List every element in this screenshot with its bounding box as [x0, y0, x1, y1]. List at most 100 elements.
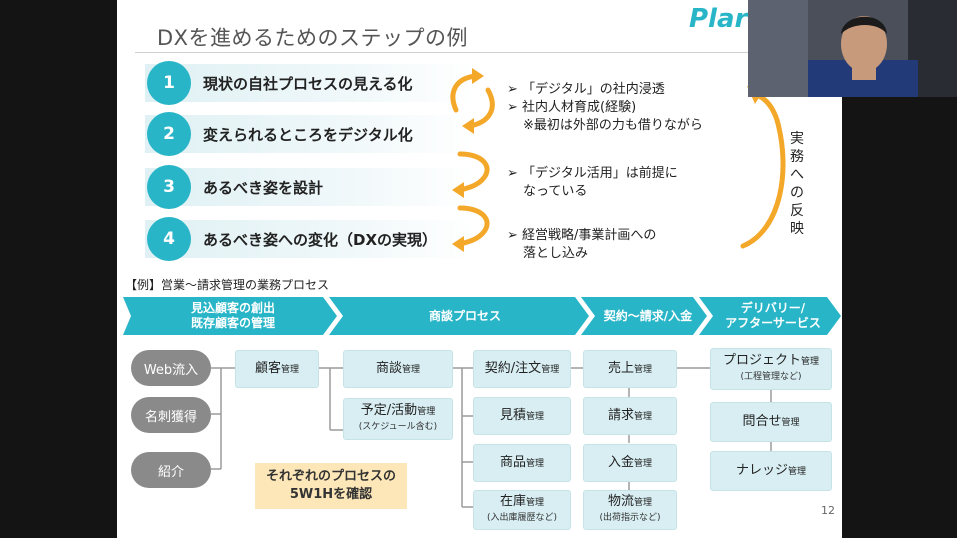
- vertical-char: の: [790, 185, 804, 201]
- box-payment-management: 入金管理: [583, 444, 677, 482]
- phase-label: 商談プロセス: [428, 308, 501, 323]
- bullet-arrow-icon: ➢: [507, 166, 523, 181]
- step-4: 4 あるべき姿への変化（DXの実現）: [145, 217, 475, 261]
- box-suffix: 管理: [781, 417, 800, 428]
- box-main: 請求: [607, 407, 634, 423]
- box-schedule-management: 予定/活動管理 (スケジュール含む): [343, 398, 453, 440]
- company-logo: Plari: [689, 4, 757, 34]
- box-main: 商談: [375, 360, 402, 376]
- process-caption: 【例】営業～請求管理の業務プロセス: [125, 278, 330, 292]
- box-suffix: 管理: [634, 411, 653, 422]
- box-suffix: 管理: [634, 458, 653, 469]
- note-text: なっている: [523, 184, 588, 199]
- step-1: 1 現状の自社プロセスの見える化: [145, 61, 475, 105]
- box-sub: (スケジュール含む): [358, 422, 438, 432]
- box-stock-management: 在庫管理 (入出庫履歴など): [473, 490, 571, 530]
- box-main: 商品: [499, 454, 526, 470]
- phase-negotiation: 商談プロセス: [343, 297, 587, 335]
- highlight-line: それぞれのプロセスの: [265, 469, 396, 484]
- step-number: 3: [147, 165, 191, 209]
- box-logistics-management: 物流管理 (出荷指示など): [583, 490, 677, 530]
- box-billing-management: 請求管理: [583, 397, 677, 435]
- box-main: 売上: [607, 360, 634, 376]
- highlight-callout: それぞれのプロセスの 5W1Hを確認: [255, 463, 407, 509]
- box-estimate-management: 見積管理: [473, 397, 571, 435]
- box-main: 問合せ: [742, 413, 782, 429]
- box-main: 予定/活動: [360, 403, 418, 418]
- connector-lines: [211, 367, 772, 508]
- box-main: ナレッジ: [735, 462, 788, 478]
- phase-label: 見込顧客の創出: [190, 301, 275, 315]
- vertical-char: 映: [790, 221, 804, 237]
- step-2: 2 変えられるところをデジタル化: [145, 112, 475, 156]
- bullet-arrow-icon: ➢: [507, 228, 523, 243]
- box-project-management: プロジェクト管理 (工程管理など): [710, 348, 832, 390]
- box-suffix: 管理: [526, 498, 545, 508]
- box-deal-management: 商談管理: [343, 350, 453, 388]
- box-suffix: 管理: [526, 458, 545, 469]
- source-business-card: 名刺獲得: [131, 397, 211, 433]
- webcam-video: [748, 0, 957, 97]
- box-knowledge-management: ナレッジ管理: [710, 451, 832, 491]
- step-label: あるべき姿を設計: [203, 179, 324, 197]
- note-group-3: ➢ 経営戦略/事業計画への 落とし込み: [507, 227, 656, 263]
- note-text: 社内人材育成(経験): [522, 100, 637, 115]
- phase-label: 既存顧客の管理: [190, 316, 275, 330]
- box-main: 在庫: [499, 494, 526, 509]
- presentation-slide: DXを進めるためのステップの例 Plari 1 現状の自社プロセスの見える化 2…: [117, 0, 842, 538]
- step-number: 4: [147, 217, 191, 261]
- step-label: 現状の自社プロセスの見える化: [203, 75, 413, 93]
- note-group-1: ➢ 「デジタル」の社内浸透 ➢ 社内人材育成(経験) ※最初は外部の力も借りなが…: [507, 81, 703, 135]
- highlight-line: 5W1Hを確認: [289, 487, 373, 502]
- vertical-char: 務: [790, 149, 804, 165]
- box-sub: (工程管理など): [740, 372, 802, 382]
- box-main: プロジェクト: [722, 353, 801, 368]
- box-suffix: 管理: [788, 466, 807, 477]
- cycle-arrows-icon: [450, 68, 495, 252]
- step-label: あるべき姿への変化（DXの実現）: [203, 231, 438, 249]
- source-web: Web流入: [131, 350, 211, 386]
- note-text: 「デジタル活用」は前提に: [522, 166, 678, 181]
- note-text: 経営戦略/事業計画への: [522, 228, 657, 243]
- box-suffix: 管理: [281, 364, 300, 375]
- box-suffix: 管理: [526, 411, 545, 422]
- step-number: 2: [147, 112, 191, 156]
- box-main: 顧客: [254, 360, 281, 376]
- box-main: 入金: [607, 454, 634, 470]
- box-suffix: 管理: [402, 364, 421, 375]
- box-main: 契約/注文: [484, 360, 542, 376]
- step-number: 1: [147, 61, 191, 105]
- box-suffix: 管理: [417, 407, 436, 417]
- slide-title: DXを進めるためのステップの例: [157, 26, 469, 50]
- source-referral: 紹介: [131, 452, 211, 488]
- note-text: 「デジタル」の社内浸透: [522, 82, 665, 97]
- phase-label: デリバリー/: [740, 301, 806, 315]
- vertical-char: 反: [790, 203, 804, 219]
- phase-label: アフターサービス: [725, 316, 821, 330]
- bullet-arrow-icon: ➢: [507, 100, 523, 115]
- box-inquiry-management: 問合せ管理: [710, 402, 832, 442]
- box-sales-management: 売上管理: [583, 350, 677, 388]
- phase-contract-billing: 契約～請求/入金: [595, 297, 701, 335]
- note-text: ※最初は外部の力も借りながら: [523, 118, 703, 133]
- box-suffix: 管理: [634, 498, 653, 508]
- box-sub: (入出庫履歴など): [486, 513, 558, 523]
- step-3: 3 あるべき姿を設計: [145, 165, 475, 209]
- box-main: 見積: [499, 407, 526, 423]
- phase-chevrons: [123, 297, 841, 335]
- phase-delivery: デリバリー/アフターサービス: [713, 297, 833, 335]
- presenter-video-frame: [748, 0, 957, 97]
- vertical-label: 実 務 へ の 反 映: [788, 130, 806, 238]
- bullet-arrow-icon: ➢: [507, 82, 523, 97]
- box-suffix: 管理: [634, 364, 653, 375]
- box-suffix: 管理: [801, 357, 820, 367]
- page-number: 12: [821, 504, 835, 517]
- box-product-management: 商品管理: [473, 444, 571, 482]
- vertical-char: へ: [790, 167, 804, 183]
- box-main: 物流: [607, 494, 634, 509]
- title-divider: [135, 52, 840, 53]
- note-group-2: ➢ 「デジタル活用」は前提に なっている: [507, 165, 678, 201]
- phase-lead-generation: 見込顧客の創出既存顧客の管理: [133, 297, 333, 335]
- step-label: 変えられるところをデジタル化: [203, 126, 413, 144]
- box-sub: (出荷指示など): [599, 513, 661, 523]
